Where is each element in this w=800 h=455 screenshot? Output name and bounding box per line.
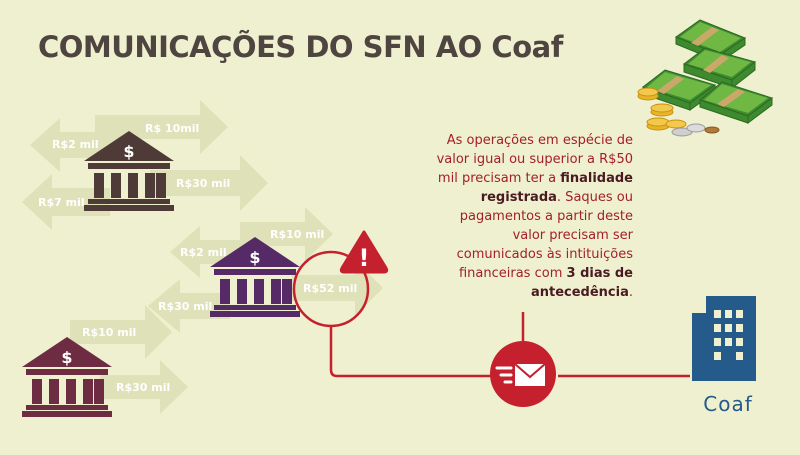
info-text: As operações em espécie de valor igual o… — [433, 131, 633, 302]
bank2-icon: $ — [210, 237, 300, 317]
arrow-label: R$30 mil — [116, 381, 170, 394]
arrow-label: R$52 mil — [303, 282, 357, 295]
arrow-bank1-in-top: R$ 10mil — [95, 100, 228, 154]
money-pile-icon — [637, 19, 774, 137]
arrow-bank2-out-bottom: R$30 mil — [148, 279, 230, 333]
bank2-arrows: R$10 mil R$2 mil R$30 mil — [148, 207, 333, 333]
arrow-bank1-out-top: R$2 mil — [30, 118, 130, 172]
bank1-arrows: R$ 10mil R$2 mil R$30 mil R$7 mil — [22, 100, 268, 230]
bank3-icon: $ — [22, 337, 112, 417]
email-icon — [490, 341, 556, 407]
bank1-icon: $ — [84, 131, 174, 211]
warning-symbol: ! — [359, 244, 370, 272]
bank3-arrows: R$10 mil R$30 mil — [70, 305, 188, 414]
info-text-part: As operações em espécie de valor igual o… — [436, 133, 633, 186]
arrow-label: R$ 10mil — [145, 122, 199, 135]
dollar-icon: $ — [61, 348, 72, 367]
arrow-label: R$30 mil — [176, 177, 230, 190]
coaf-label: Coaf — [703, 392, 753, 416]
info-text-part: . — [628, 285, 633, 300]
info-text-part: . Saques ou pagamentos a partir deste va… — [456, 190, 633, 281]
info-highlight-antecedencia: 3 dias de antecedência — [530, 266, 633, 300]
coaf-building-icon — [692, 296, 756, 381]
dollar-icon: $ — [249, 248, 260, 267]
highlight-transaction: R$52 mil — [292, 250, 383, 328]
warning-icon: ! — [339, 230, 389, 274]
arrow-label: R$2 mil — [52, 138, 99, 151]
arrow-label: R$2 mil — [180, 246, 227, 259]
info-highlight-finalidade: finalidade registrada — [480, 171, 633, 205]
page-title: COMUNICAÇÕES DO SFN AO Coaf — [38, 30, 563, 64]
arrow-bank3-in-top: R$10 mil — [70, 305, 172, 359]
arrow-label: R$10 mil — [82, 326, 136, 339]
arrow-bank3-in-bottom: R$30 mil — [100, 360, 188, 414]
arrow-bank2-out-top: R$2 mil — [170, 226, 245, 278]
dollar-icon: $ — [123, 142, 134, 161]
arrow-label: R$7 mil — [38, 196, 85, 209]
arrow-bank2-in-top: R$10 mil — [240, 207, 333, 261]
arrow-label: R$30 mil — [158, 300, 212, 313]
arrow-bank1-in-bottom: R$30 mil — [150, 155, 268, 211]
arrow-label: R$10 mil — [270, 228, 324, 241]
connector-lines — [329, 312, 690, 378]
arrow-bank1-out-bottom: R$7 mil — [22, 174, 110, 230]
